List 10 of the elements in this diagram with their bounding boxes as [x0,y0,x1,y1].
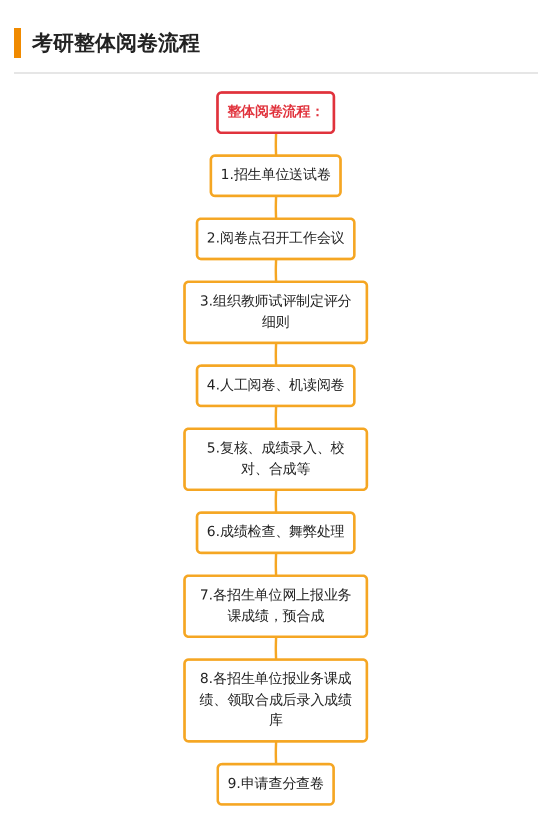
connector [274,196,278,220]
title: 考研整体阅卷流程 [32,30,200,57]
connector [274,637,278,660]
connector [274,742,278,765]
connector [274,406,278,430]
connector [274,553,278,576]
connector [274,343,278,366]
connector [274,259,278,282]
connector [274,490,278,514]
connector [274,133,278,156]
